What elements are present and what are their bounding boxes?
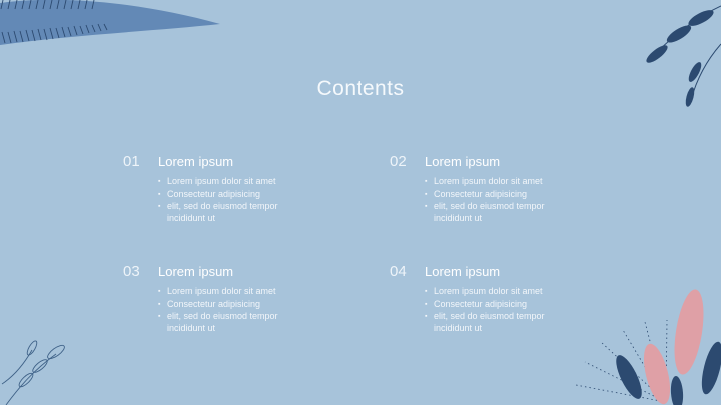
outline-leaf-branch — [1, 340, 65, 405]
bullet-list: Lorem ipsum dolor sit amet Consectetur a… — [425, 286, 565, 334]
contents-item-3: 03 Lorem ipsum Lorem ipsum dolor sit ame… — [123, 262, 390, 372]
item-heading: Lorem ipsum — [425, 154, 501, 169]
bullet-item: Consectetur adipisicing — [425, 299, 565, 311]
slide-title: Contents — [316, 77, 405, 100]
bullet-item: elit, sed do eiusmod tempor incididunt u… — [425, 311, 565, 334]
outline-leaves-decoration-icon — [1, 340, 65, 405]
contents-item-4: 04 Lorem ipsum Lorem ipsum dolor sit ame… — [390, 262, 657, 372]
contents-grid: 01 Lorem ipsum Lorem ipsum dolor sit ame… — [123, 152, 657, 372]
item-number: 03 — [123, 263, 140, 280]
item-number: 01 — [123, 153, 140, 170]
contents-item-2: 02 Lorem ipsum Lorem ipsum dolor sit ame… — [390, 152, 657, 262]
item-heading: Lorem ipsum — [425, 264, 501, 279]
brush-stroke-shape — [0, 0, 220, 45]
contents-item-1: 01 Lorem ipsum Lorem ipsum dolor sit ame… — [123, 152, 390, 262]
bullet-item: elit, sed do eiusmod tempor incididunt u… — [158, 311, 298, 334]
bullet-list: Lorem ipsum dolor sit amet Consectetur a… — [158, 286, 298, 334]
item-number: 04 — [390, 263, 407, 280]
item-body: Lorem ipsum Lorem ipsum dolor sit amet C… — [425, 262, 565, 335]
bullet-list: Lorem ipsum dolor sit amet Consectetur a… — [158, 176, 298, 224]
hatch-marks-top — [0, 0, 95, 10]
item-number: 02 — [390, 153, 407, 170]
bullet-item: Consectetur adipisicing — [425, 189, 565, 201]
bullet-item: Lorem ipsum dolor sit amet — [425, 176, 565, 188]
bullet-list: Lorem ipsum dolor sit amet Consectetur a… — [425, 176, 565, 224]
bullet-item: Consectetur adipisicing — [158, 299, 298, 311]
bullet-item: Consectetur adipisicing — [158, 189, 298, 201]
bullet-item: elit, sed do eiusmod tempor incididunt u… — [425, 201, 565, 224]
bullet-item: Lorem ipsum dolor sit amet — [158, 286, 298, 298]
item-body: Lorem ipsum Lorem ipsum dolor sit amet C… — [425, 152, 565, 225]
bullet-item: elit, sed do eiusmod tempor incididunt u… — [158, 201, 298, 224]
item-body: Lorem ipsum Lorem ipsum dolor sit amet C… — [158, 262, 298, 335]
brush-stroke-decoration-icon — [0, 0, 220, 45]
item-heading: Lorem ipsum — [158, 264, 234, 279]
hatch-marks-bottom — [1, 23, 108, 44]
item-heading: Lorem ipsum — [158, 154, 234, 169]
bullet-item: Lorem ipsum dolor sit amet — [158, 176, 298, 188]
item-body: Lorem ipsum Lorem ipsum dolor sit amet C… — [158, 152, 298, 225]
bullet-item: Lorem ipsum dolor sit amet — [425, 286, 565, 298]
